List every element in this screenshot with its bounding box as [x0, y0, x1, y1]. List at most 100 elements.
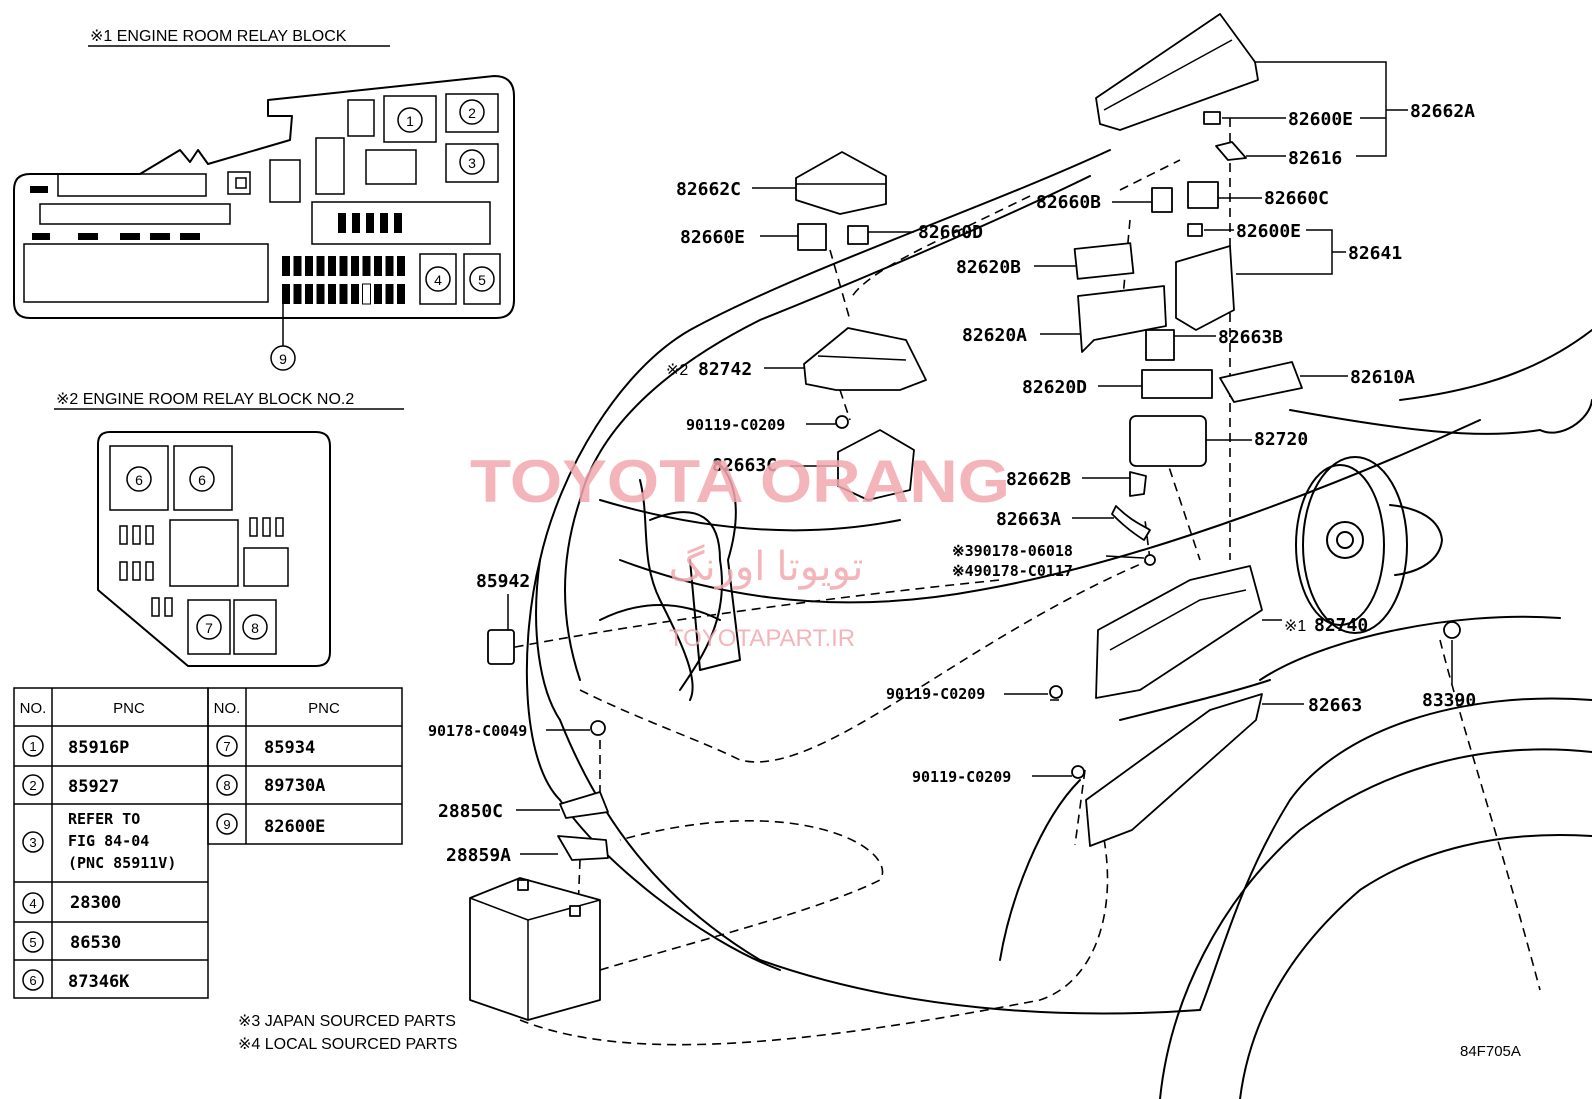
svg-text:4: 4 — [29, 896, 36, 911]
parts-drawings — [469, 13, 1461, 1021]
label-82662B: 82662B — [1006, 469, 1071, 490]
bolt-90119 — [835, 415, 849, 429]
label-82616: 82616 — [1288, 148, 1342, 169]
relay-slot — [383, 95, 437, 143]
table-row: 7 85934 — [216, 735, 315, 758]
callout-7: 7 — [196, 614, 222, 640]
fuse — [305, 284, 313, 304]
table-row: 9 82600E — [216, 813, 325, 837]
label-85942: 85942 — [476, 571, 530, 592]
module-82620D — [1141, 369, 1213, 399]
clip-82660B — [1151, 187, 1173, 213]
fuse — [397, 284, 405, 304]
clamp-28859A — [557, 835, 609, 861]
label-82720: 82720 — [1254, 429, 1308, 450]
bolt-90119 — [1071, 765, 1085, 779]
fuse — [385, 256, 394, 276]
clip-82660D — [847, 225, 869, 245]
fuse-row-2 — [119, 517, 284, 617]
svg-text:85916P: 85916P — [68, 738, 129, 758]
cover-82662C — [795, 151, 887, 215]
pnc-table: NO. PNC NO. PNC 1 85916P 2 85927 3 REFER… — [13, 687, 403, 999]
svg-text:86530: 86530 — [70, 933, 121, 953]
table-row: 8 89730A — [216, 774, 325, 796]
svg-text:82600E: 82600E — [264, 817, 325, 837]
fuse-row — [30, 186, 402, 240]
svg-text:2: 2 — [29, 778, 36, 793]
svg-text:1: 1 — [406, 113, 414, 129]
nut-90178 — [1144, 554, 1156, 566]
bracket-82663 — [1085, 693, 1263, 847]
fuse — [282, 284, 290, 304]
fuse — [351, 256, 359, 276]
relay-slot — [109, 445, 169, 511]
table-row: 2 85927 — [22, 774, 119, 797]
relay-slot — [227, 171, 251, 195]
relay-slot — [419, 253, 457, 305]
label-82660D: 82660D — [918, 222, 983, 243]
assembly-lines — [499, 118, 1541, 1046]
label-82740-mark: ※1 — [1284, 618, 1306, 635]
label-82641: 82641 — [1348, 243, 1402, 264]
label-83390: 83390 — [1422, 690, 1476, 711]
clip-82600E — [1203, 111, 1221, 125]
label-82660B: 82660B — [1036, 192, 1101, 213]
module-82620A — [1077, 285, 1167, 353]
relay-slot — [311, 201, 491, 245]
label-90178-C0117: ※490178-C0117 — [952, 562, 1073, 580]
relay-slot — [463, 253, 501, 305]
callout-2: 2 — [459, 99, 485, 125]
fuse — [339, 256, 348, 276]
label-90178-06018: ※390178-06018 — [952, 542, 1073, 560]
svg-text:1: 1 — [29, 739, 36, 754]
fuse-grid — [282, 256, 405, 305]
callout-3: 3 — [459, 149, 485, 175]
fuse — [305, 256, 313, 276]
callout-1: 1 — [397, 107, 423, 133]
svg-text:4: 4 — [434, 272, 442, 288]
svg-text:85934: 85934 — [264, 738, 315, 758]
label-82662C: 82662C — [676, 179, 741, 200]
label-82740: 82740 — [1314, 615, 1368, 636]
svg-text:8: 8 — [223, 778, 230, 793]
fuse — [328, 284, 336, 304]
bracket-82663A — [1111, 505, 1151, 541]
svg-text:87346K: 87346K — [68, 972, 130, 992]
brake-booster — [1295, 456, 1443, 634]
svg-text:FIG 84-04: FIG 84-04 — [68, 832, 149, 850]
svg-text:5: 5 — [478, 272, 486, 288]
callout-4: 4 — [425, 266, 451, 292]
clip-82616 — [1215, 141, 1247, 161]
svg-text:85927: 85927 — [68, 777, 119, 797]
svg-text:7: 7 — [205, 620, 213, 636]
fuse — [316, 284, 325, 304]
relay-slot — [173, 445, 233, 511]
svg-text:2: 2 — [468, 105, 476, 121]
label-82620B: 82620B — [956, 257, 1021, 278]
clip-83390 — [1443, 621, 1461, 639]
module-82641 — [1175, 245, 1235, 331]
fuse — [374, 256, 382, 276]
label-82620A: 82620A — [962, 325, 1027, 346]
label-82600E: 82600E — [1288, 109, 1353, 130]
fuse — [316, 256, 325, 276]
callout-6a: 6 — [126, 466, 152, 492]
relay-block-2-title: ※2 ENGINE ROOM RELAY BLOCK NO.2 — [56, 391, 354, 408]
table-row: 1 85916P — [22, 735, 129, 758]
relay-block-2-outline — [97, 431, 331, 667]
fuse — [293, 284, 302, 304]
clip-82600E-mid — [1187, 223, 1203, 237]
relay-slot — [347, 99, 375, 137]
module-82720 — [1129, 415, 1207, 467]
relay-slot — [57, 173, 207, 197]
fuse — [362, 256, 371, 276]
label-90119-c: 90119-C0209 — [912, 768, 1011, 786]
fuse — [339, 284, 348, 304]
svg-text:REFER TO: REFER TO — [68, 810, 140, 828]
part-labels: 82662A 82600E 82616 82662C 82660B 82660C… — [428, 101, 1476, 866]
relay-block-1-outline — [13, 75, 515, 319]
fuse — [293, 256, 302, 276]
bolt-90119 — [1049, 685, 1063, 699]
table-row: 3 REFER TO FIG 84-04 (PNC 85911V) — [22, 810, 176, 872]
